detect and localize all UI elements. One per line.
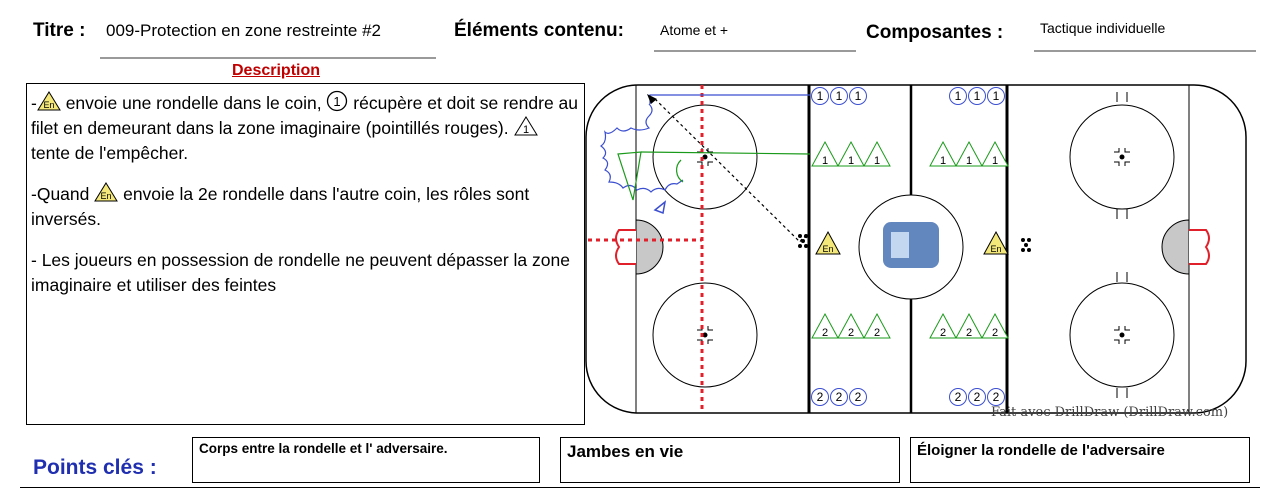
coach-left-label: En — [822, 244, 833, 254]
key-points-label: Points clés : — [33, 456, 157, 479]
elements-label: Éléments contenu: — [454, 20, 624, 41]
coach-left: En — [815, 230, 841, 255]
desc-text: -Quand — [31, 184, 95, 204]
svg-text:1: 1 — [966, 155, 972, 167]
title-field: 009-Protection en zone restreinte #2 — [100, 21, 436, 59]
description-heading: Description — [232, 62, 321, 79]
description-paragraph-2: -Quand En envoie la 2e rondelle dans l'a… — [31, 182, 581, 232]
coach-icon: En — [94, 182, 119, 202]
attackers-1-left: 1 1 1 — [811, 87, 867, 105]
defender-icon-label: 1 — [522, 124, 528, 136]
components-label: Composantes : — [866, 22, 1004, 43]
attacker-path-arrow — [647, 94, 657, 104]
desc-text: envoie la 2e rondelle dans l'autre coin,… — [31, 184, 530, 229]
svg-text:2: 2 — [992, 327, 998, 339]
svg-text:2: 2 — [817, 390, 824, 404]
defenders-2-right: 2 2 2 — [929, 312, 1009, 339]
faceoff-circle-left-bottom — [652, 282, 758, 388]
description-paragraph-3: - Les joueurs en possession de rondelle … — [31, 250, 570, 295]
puck-pass-path — [654, 98, 810, 244]
carry-path-arrow — [653, 200, 667, 215]
svg-text:1: 1 — [817, 89, 824, 103]
svg-text:1: 1 — [836, 89, 843, 103]
title-label: Titre : — [33, 20, 86, 41]
svg-text:2: 2 — [955, 390, 962, 404]
desc-text: envoie une rondelle dans le coin, — [60, 93, 327, 113]
desc-text: tente de l'empêcher. — [31, 143, 189, 163]
svg-text:1: 1 — [993, 89, 1000, 103]
attackers-2-right: 2 2 2 — [949, 388, 1005, 406]
svg-text:2: 2 — [822, 327, 828, 339]
defender-icon: 1 — [513, 116, 538, 136]
svg-text:1: 1 — [848, 155, 854, 167]
svg-text:1: 1 — [974, 89, 981, 103]
svg-text:1: 1 — [874, 155, 880, 167]
net-right — [1189, 229, 1210, 265]
puck-pile-right — [1021, 238, 1031, 252]
svg-text:1: 1 — [992, 155, 998, 167]
key-point-1: Corps entre la rondelle et l' adversaire… — [192, 437, 540, 483]
defenders-1-right: 1 1 1 — [929, 140, 1009, 167]
coach-right-label: En — [990, 244, 1001, 254]
svg-text:2: 2 — [848, 327, 854, 339]
desc-text: récupère et doit se rendre au filet en d… — [31, 93, 579, 138]
defender-path-shape — [617, 151, 642, 201]
desc-text: - — [31, 93, 37, 113]
coach-icon: En — [36, 91, 61, 111]
crease-left — [635, 219, 664, 275]
components-field: Tactique individuelle — [1034, 20, 1256, 52]
net-left — [615, 229, 636, 265]
svg-text:2: 2 — [836, 390, 843, 404]
svg-text:2: 2 — [966, 327, 972, 339]
key-point-3: Éloigner la rondelle de l'adversaire — [910, 437, 1250, 483]
svg-text:1: 1 — [940, 155, 946, 167]
svg-text:2: 2 — [974, 390, 981, 404]
coach-icon-label: En — [43, 100, 54, 110]
defender-curve — [675, 159, 684, 183]
description-paragraph-1: -En envoie une rondelle dans le coin, 1 … — [31, 90, 581, 166]
coach-right: En — [983, 230, 1009, 255]
attacker-icon-label: 1 — [334, 94, 341, 109]
coach-icon-label: En — [101, 191, 112, 201]
drilldraw-credit: Fait avec DrillDraw (DrillDraw.com) — [991, 405, 1228, 420]
svg-text:2: 2 — [993, 390, 1000, 404]
key-point-2: Jambes en vie — [560, 437, 900, 483]
attacker-carry-path — [599, 103, 684, 193]
attackers-2-left: 2 2 2 — [811, 388, 867, 406]
svg-text:1: 1 — [822, 155, 828, 167]
svg-text:2: 2 — [874, 327, 880, 339]
svg-text:1: 1 — [855, 89, 862, 103]
svg-text:2: 2 — [940, 327, 946, 339]
elements-field: Atome et + — [654, 22, 856, 52]
center-logo-part — [891, 232, 909, 258]
bottom-rule — [20, 487, 1260, 488]
attackers-1-right: 1 1 1 — [949, 87, 1005, 105]
defenders-1-left: 1 1 1 — [811, 140, 891, 167]
faceoff-circle-right-top — [1069, 92, 1175, 219]
puck-pile-left — [798, 234, 808, 248]
defender-path — [640, 151, 811, 155]
faceoff-circle-right-bottom — [1069, 272, 1175, 398]
defenders-2-left: 2 2 2 — [811, 312, 891, 339]
svg-text:2: 2 — [855, 390, 862, 404]
attacker-icon: 1 — [327, 90, 348, 112]
crease-right — [1161, 219, 1190, 275]
description-box: -En envoie une rondelle dans le coin, 1 … — [26, 83, 585, 425]
svg-text:1: 1 — [955, 89, 962, 103]
rink-diagram: En En 1 1 1 1 1 1 2 2 2 2 2 2 1 1 1 1 — [585, 84, 1247, 420]
